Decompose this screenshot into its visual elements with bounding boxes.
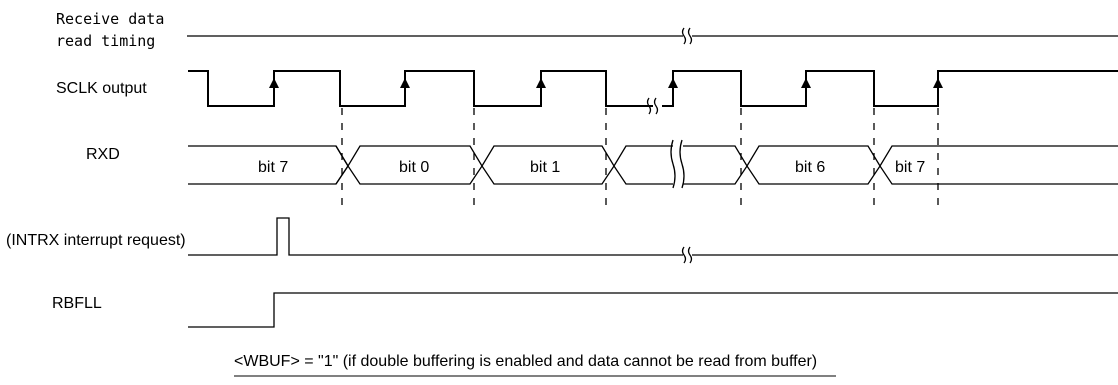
break-icon: [646, 97, 659, 115]
rxd-bit-label: bit 0: [399, 159, 429, 176]
break-icon: [681, 27, 693, 45]
rising-edge-arrow-icon: [400, 78, 410, 88]
sclk-label: SCLK output: [56, 80, 147, 97]
receive-timing-label-line2: read timing: [56, 32, 155, 50]
break-icon: [681, 246, 693, 264]
rising-edge-arrow-icon: [269, 78, 279, 88]
caption: <WBUF> = "1" (if double buffering is ena…: [234, 353, 817, 370]
rising-edge-arrow-icon: [668, 78, 678, 88]
receive-timing-waveform: [187, 27, 1118, 45]
rbfll-label: RBFLL: [52, 295, 102, 312]
rxd-bit-label: bit 7: [895, 159, 925, 176]
intrx-label: (INTRX interrupt request): [6, 232, 186, 249]
intrx-waveform: [188, 217, 1118, 264]
receive-timing-label-line1: Receive data: [56, 10, 164, 28]
sclk-waveform: [188, 70, 1118, 115]
rxd-bit-label: bit 1: [530, 159, 560, 176]
break-icon: [670, 139, 685, 189]
rbfll-waveform: [188, 292, 1118, 328]
rxd-bit-label: bit 6: [795, 159, 825, 176]
rising-edge-arrow-icon: [801, 78, 811, 88]
rxd-label: RXD: [86, 146, 120, 163]
rxd-bit-label: bit 7: [258, 159, 288, 176]
rising-edge-arrow-icon: [933, 78, 943, 88]
timing-guides: [341, 108, 939, 205]
rising-edge-arrow-icon: [536, 78, 546, 88]
rxd-waveform: bit 7 bit 0 bit 1 bit 6 bit 7: [188, 139, 1118, 189]
